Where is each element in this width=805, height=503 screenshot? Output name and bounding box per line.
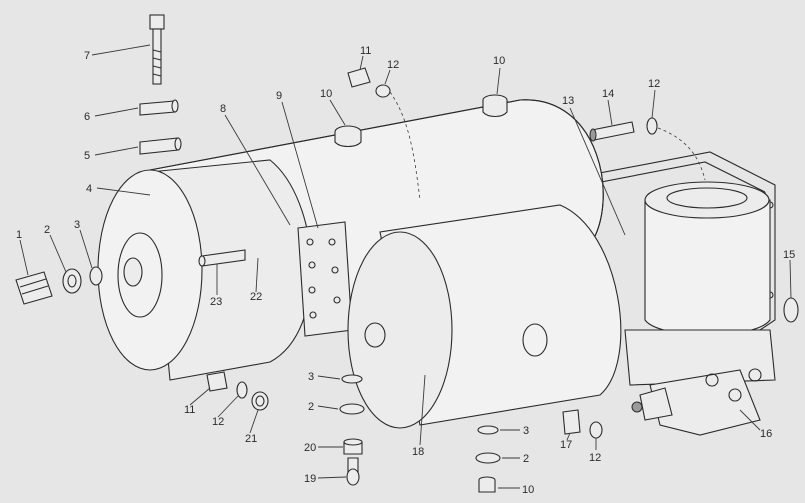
label-2: 2: [44, 224, 50, 236]
label-3-center: 3: [308, 371, 314, 383]
washer-15: [783, 297, 799, 323]
pin-23: [198, 249, 246, 267]
label-12-bottom-left: 12: [212, 416, 224, 428]
label-23: 23: [210, 296, 222, 308]
washer-2-center: [339, 403, 365, 415]
label-10-a: 10: [320, 88, 332, 100]
end-cap-housing: [97, 159, 312, 381]
fitting-17: [562, 409, 581, 435]
drain-valve-19: [346, 457, 360, 486]
union-fitting-1: [15, 271, 53, 305]
screw-14: [589, 117, 658, 142]
label-2-right: 2: [523, 453, 529, 465]
drain-plug-20: [343, 438, 363, 455]
label-22: 22: [250, 291, 262, 303]
assembly-path: [657, 127, 706, 181]
label-19: 19: [304, 473, 316, 485]
label-12-right: 12: [648, 78, 660, 90]
label-9: 9: [276, 90, 282, 102]
washer-12-lower: [236, 381, 248, 399]
label-12-top: 12: [387, 59, 399, 71]
receiver-tank-lower: [347, 204, 622, 429]
label-11-top: 11: [360, 45, 371, 57]
label-18: 18: [412, 446, 424, 458]
label-15: 15: [783, 249, 795, 261]
flange-plate: [297, 221, 353, 337]
washer-2-right: [475, 452, 501, 464]
air-dryer-canister: [624, 181, 776, 386]
label-1: 1: [16, 229, 22, 241]
label-10-c: 10: [522, 484, 534, 496]
label-11-bottom: 11: [184, 404, 195, 416]
label-13: 13: [562, 95, 574, 107]
label-16: 16: [760, 428, 772, 440]
boss-fittings: [334, 94, 508, 493]
label-17: 17: [560, 439, 572, 451]
ring-3-left: [89, 266, 103, 286]
label-2-center: 2: [308, 401, 314, 413]
washer-3-right: [477, 425, 499, 435]
label-10-b: 10: [493, 55, 505, 67]
label-5: 5: [84, 150, 90, 162]
label-20: 20: [304, 442, 316, 454]
fitting-11-top: [347, 67, 391, 98]
fitting-11-lower: [206, 371, 228, 392]
label-8: 8: [220, 103, 226, 115]
bolt-7: [149, 14, 165, 85]
label-12-bottom: 12: [589, 452, 601, 464]
nut-21: [251, 391, 269, 411]
label-3-right: 3: [523, 425, 529, 437]
label-4: 4: [86, 183, 92, 195]
label-7: 7: [84, 50, 90, 62]
label-6: 6: [84, 111, 90, 123]
leader-lines: [19, 44, 792, 489]
sleeve-6: [139, 99, 179, 116]
label-14: 14: [602, 88, 614, 100]
washer-3-center: [341, 374, 363, 384]
washer-12-right: [589, 421, 603, 439]
washer-2-left: [62, 268, 82, 294]
sleeve-5: [139, 137, 182, 155]
label-21: 21: [245, 433, 257, 445]
label-3: 3: [74, 219, 80, 231]
valve-block: [631, 368, 762, 436]
